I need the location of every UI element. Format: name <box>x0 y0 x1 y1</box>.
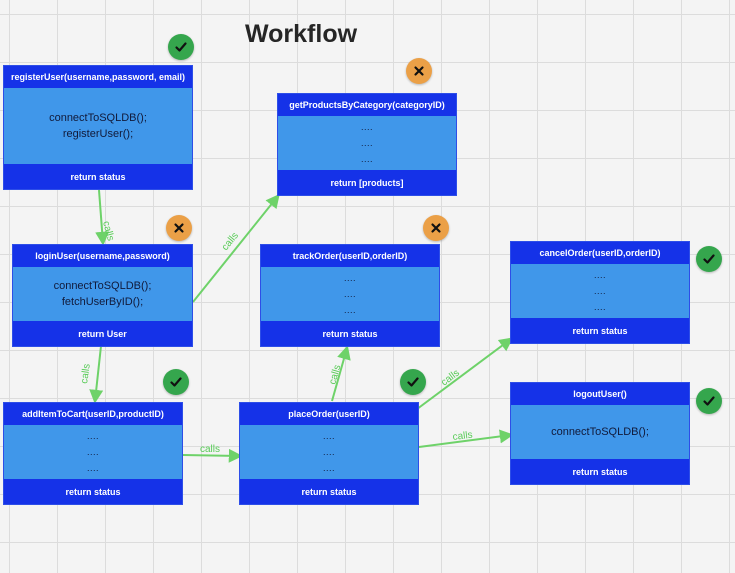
label-login-to-products: calls <box>220 230 241 252</box>
card-track-order[interactable]: trackOrder(userID,orderID) .... .... ...… <box>260 244 440 347</box>
card-line: .... <box>360 154 373 164</box>
card-line: .... <box>86 431 99 441</box>
arrow-placeorder-to-logout[interactable] <box>418 429 514 448</box>
card-line: .... <box>343 305 356 315</box>
x-icon <box>166 215 192 241</box>
label-placeorder-to-logout: calls <box>452 430 473 443</box>
card-line: .... <box>360 122 373 132</box>
label-login-to-cart: calls <box>79 363 93 384</box>
arrow-register-to-login[interactable] <box>95 189 110 246</box>
card-header: registerUser(username,password, email) <box>4 66 192 88</box>
card-header: cancelOrder(userID,orderID) <box>511 242 689 264</box>
card-add-item-to-cart[interactable]: addItemToCart(userID,productID) .... ...… <box>3 402 183 505</box>
label-placeorder-to-track: calls <box>327 364 343 386</box>
arrow-cart-to-placeorder[interactable] <box>182 448 243 463</box>
card-register-user[interactable]: registerUser(username,password, email) c… <box>3 65 193 190</box>
arrow-login-to-products[interactable] <box>192 193 280 303</box>
card-line: .... <box>343 289 356 299</box>
card-line: .... <box>322 431 335 441</box>
card-footer: return status <box>511 318 689 343</box>
card-body: connectToSQLDB(); fetchUserByID(); <box>13 267 192 321</box>
card-line: .... <box>86 447 99 457</box>
card-body: .... .... .... <box>261 267 439 321</box>
check-icon <box>696 246 722 272</box>
x-icon <box>406 58 432 84</box>
card-line: .... <box>593 270 606 280</box>
card-line: .... <box>360 138 373 148</box>
x-icon <box>423 215 449 241</box>
card-line: .... <box>343 273 356 283</box>
card-line: .... <box>593 286 606 296</box>
card-line: .... <box>322 463 335 473</box>
card-header: getProductsByCategory(categoryID) <box>278 94 456 116</box>
card-body: .... .... .... <box>240 425 418 479</box>
check-icon <box>163 369 189 395</box>
card-footer: return status <box>240 479 418 504</box>
card-body: .... .... .... <box>278 116 456 170</box>
card-header: addItemToCart(userID,productID) <box>4 403 182 425</box>
card-body: connectToSQLDB(); registerUser(); <box>4 88 192 164</box>
card-body: .... .... .... <box>511 264 689 318</box>
label-register-to-login: calls <box>100 220 116 242</box>
diagram-title: Workflow <box>245 20 358 48</box>
arrow-placeorder-to-cancel[interactable] <box>400 337 514 422</box>
card-line: fetchUserByID(); <box>61 296 144 308</box>
card-line: connectToSQLDB(); <box>551 426 649 438</box>
card-footer: return status <box>4 164 192 189</box>
card-get-products-by-category[interactable]: getProductsByCategory(categoryID) .... .… <box>277 93 457 196</box>
card-header: logoutUser() <box>511 383 689 405</box>
card-line: connectToSQLDB(); <box>53 280 152 292</box>
card-cancel-order[interactable]: cancelOrder(userID,orderID) .... .... ..… <box>510 241 690 344</box>
card-footer: return status <box>261 321 439 346</box>
check-icon <box>696 388 722 414</box>
card-body: .... .... .... <box>4 425 182 479</box>
check-icon <box>400 369 426 395</box>
card-line: registerUser(); <box>62 128 134 140</box>
card-login-user[interactable]: loginUser(username,password) connectToSQ… <box>12 244 193 347</box>
arrow-login-to-cart[interactable] <box>89 345 104 404</box>
card-footer: return status <box>511 459 689 484</box>
arrow-placeorder-to-track[interactable] <box>331 345 351 402</box>
card-line: .... <box>593 302 606 312</box>
card-line: .... <box>86 463 99 473</box>
card-header: trackOrder(userID,orderID) <box>261 245 439 267</box>
card-body: connectToSQLDB(); <box>511 405 689 459</box>
card-footer: return User <box>13 321 192 346</box>
card-footer: return [products] <box>278 170 456 195</box>
card-header: loginUser(username,password) <box>13 245 192 267</box>
card-logout-user[interactable]: logoutUser() connectToSQLDB(); return st… <box>510 382 690 485</box>
card-line: .... <box>322 447 335 457</box>
label-cart-to-placeorder: calls <box>200 444 220 455</box>
card-line: connectToSQLDB(); <box>49 112 147 124</box>
card-header: placeOrder(userID) <box>240 403 418 425</box>
card-footer: return status <box>4 479 182 504</box>
card-place-order[interactable]: placeOrder(userID) .... .... .... return… <box>239 402 419 505</box>
check-icon <box>168 34 194 60</box>
